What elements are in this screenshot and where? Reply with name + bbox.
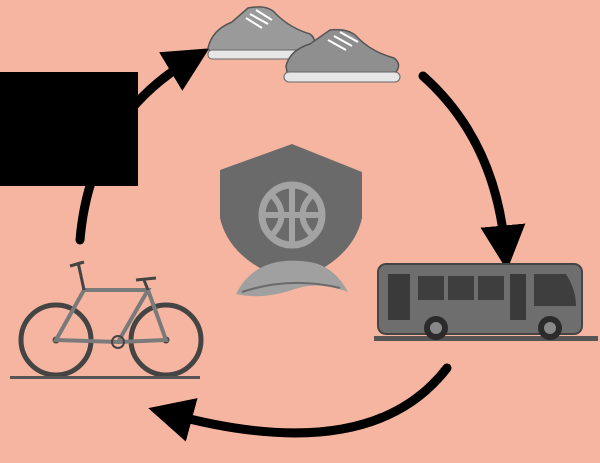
arrow-bus-to-bicycle <box>170 368 447 433</box>
shield-wheel-leaf-icon <box>220 144 362 296</box>
bicycle-icon <box>10 262 201 379</box>
bus-icon <box>374 264 598 341</box>
sneakers-icon <box>208 7 400 82</box>
arrow-walking-to-bus <box>423 76 505 248</box>
